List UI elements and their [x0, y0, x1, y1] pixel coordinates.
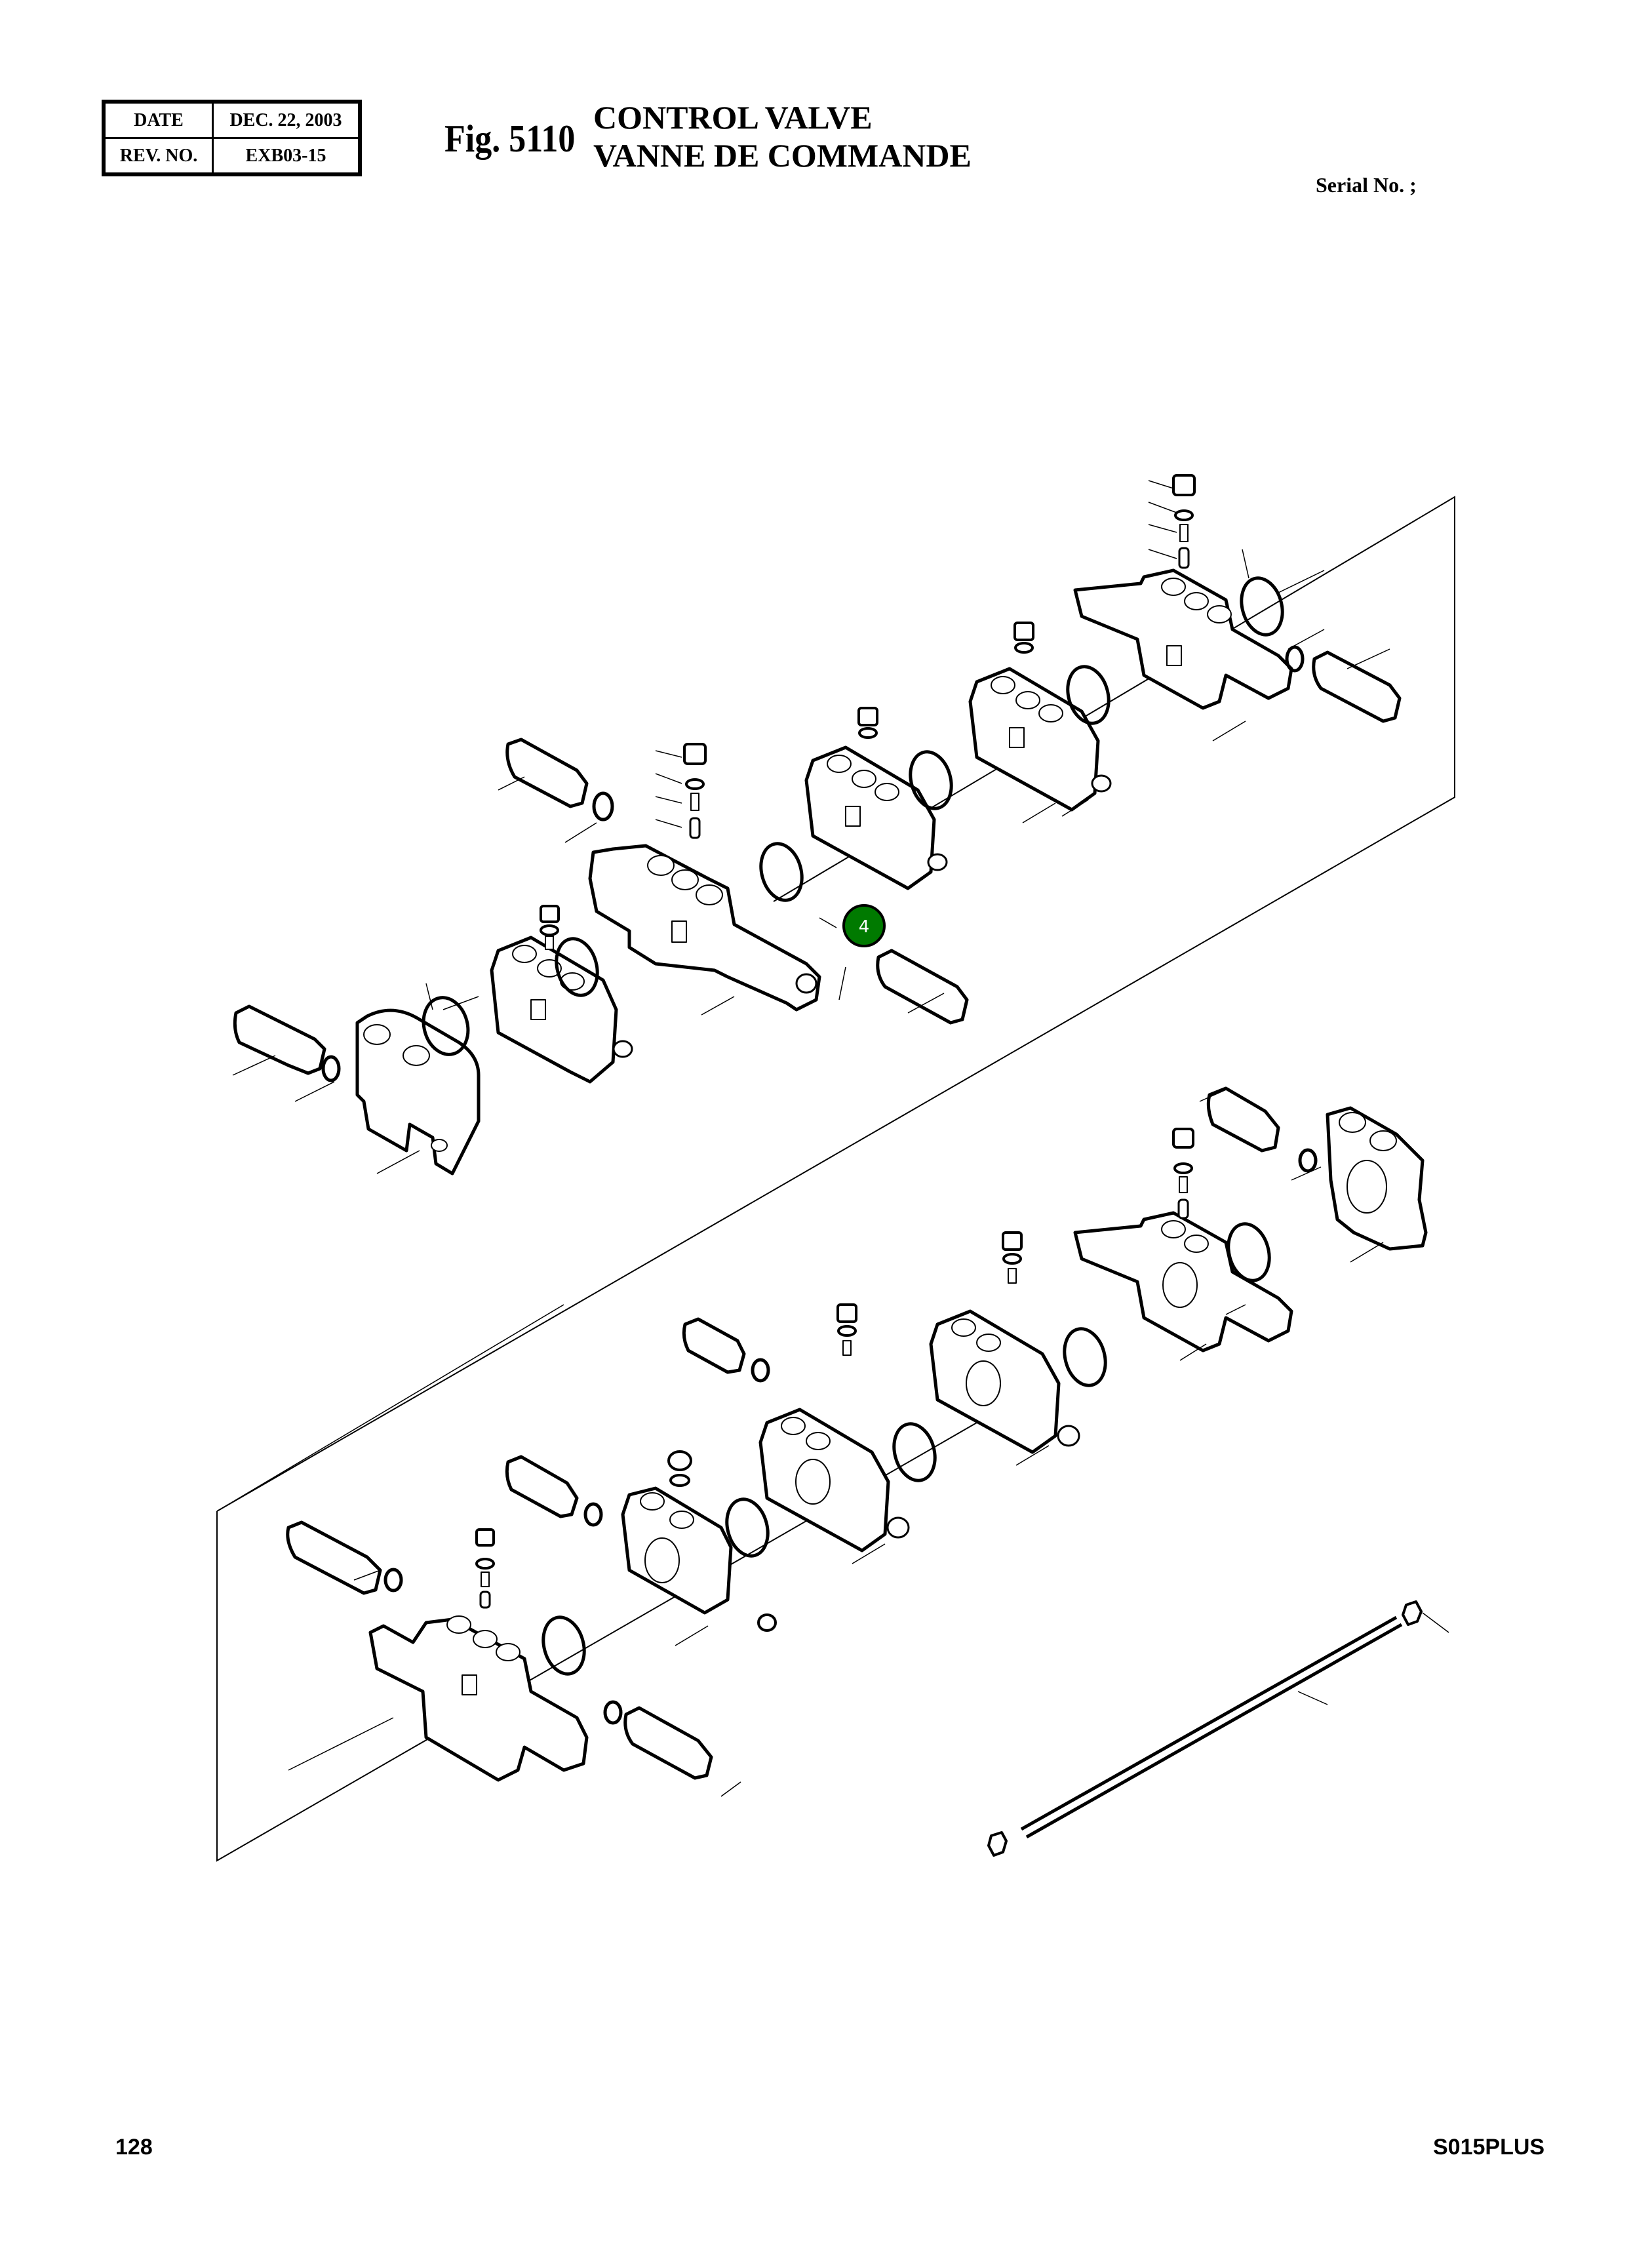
- plug-spring-poppet-stack: [540, 905, 560, 950]
- page-number: 128: [115, 2135, 153, 2160]
- relief-valve-upper-left: [505, 738, 614, 821]
- marker-circle[interactable]: [842, 904, 886, 947]
- plug-spring-poppet-stack: [1172, 474, 1196, 569]
- relief-valve-lower-left: [286, 1520, 403, 1595]
- leader-lines: [232, 480, 1449, 1797]
- revision-info-table: DATE DEC. 22, 2003 REV. NO. EXB03-15: [102, 100, 362, 176]
- rev-label: REV. NO.: [102, 137, 214, 176]
- relief-valve-left: [233, 1004, 341, 1082]
- relief-valve-right: [1312, 650, 1402, 723]
- valve-section-5: [1073, 568, 1293, 710]
- valve-section-6: [1073, 1211, 1293, 1353]
- o-ring: [1066, 665, 1111, 725]
- inlet-section: [355, 1008, 481, 1176]
- rev-value: EXB03-15: [212, 137, 361, 176]
- lower-assembly: [286, 1086, 1428, 1857]
- end-cover: [1326, 1106, 1428, 1251]
- upper-assembly: [233, 474, 1402, 1176]
- o-ring: [909, 750, 953, 810]
- relief-valve-lower-bottom: [623, 1706, 713, 1780]
- plug-spring-poppet-stack: [857, 707, 878, 739]
- o-ring: [422, 996, 470, 1056]
- plug-spring-poppet-stack: [1013, 622, 1034, 654]
- date-value: DEC. 22, 2003: [212, 100, 361, 139]
- serial-number-label: Serial No. ;: [1316, 173, 1417, 197]
- valve-section-9: [621, 1486, 777, 1632]
- o-ring: [725, 1497, 770, 1558]
- plug-spring-poppet-stack: [1172, 1128, 1194, 1219]
- callout-marker[interactable]: 4: [842, 904, 886, 947]
- o-ring: [1227, 1222, 1271, 1282]
- page-title-french: VANNE DE COMMANDE: [593, 137, 972, 174]
- marker-label: 4: [859, 917, 870, 937]
- check-valve-plug: [682, 1317, 770, 1383]
- figure-number: Fig. 5110: [444, 117, 576, 161]
- model-name: S015PLUS: [1433, 2135, 1545, 2160]
- plug-spring-poppet-stack: [1002, 1231, 1023, 1284]
- valve-section-7: [929, 1309, 1080, 1454]
- date-label: DATE: [102, 100, 214, 139]
- relief-valve-lower-right: [1206, 1086, 1318, 1173]
- o-ring: [1285, 645, 1305, 673]
- plug-spring-poppet-stack: [475, 1528, 495, 1609]
- o-ring: [1240, 576, 1284, 637]
- valve-section-1: [490, 936, 633, 1084]
- tie-rod: [987, 1600, 1423, 1857]
- valve-section-2: [588, 844, 821, 1012]
- relief-valve-center: [876, 949, 969, 1025]
- valve-section-10: [368, 1615, 589, 1782]
- plug-o-ring: [667, 1450, 692, 1487]
- relief-valve-lower-mid: [505, 1455, 603, 1527]
- valve-section-8: [758, 1408, 910, 1552]
- valve-section-3: [804, 745, 948, 890]
- plug-spring-poppet-stack: [683, 743, 707, 839]
- o-ring: [759, 842, 804, 902]
- o-ring: [1063, 1327, 1107, 1387]
- o-ring: [541, 1615, 586, 1676]
- page-title-english: CONTROL VALVE: [593, 99, 873, 136]
- o-ring: [892, 1422, 937, 1482]
- plug-spring-poppet-stack: [836, 1303, 857, 1356]
- o-ring: [603, 1700, 623, 1725]
- o-ring: [555, 937, 599, 997]
- valve-section-4: [968, 667, 1112, 812]
